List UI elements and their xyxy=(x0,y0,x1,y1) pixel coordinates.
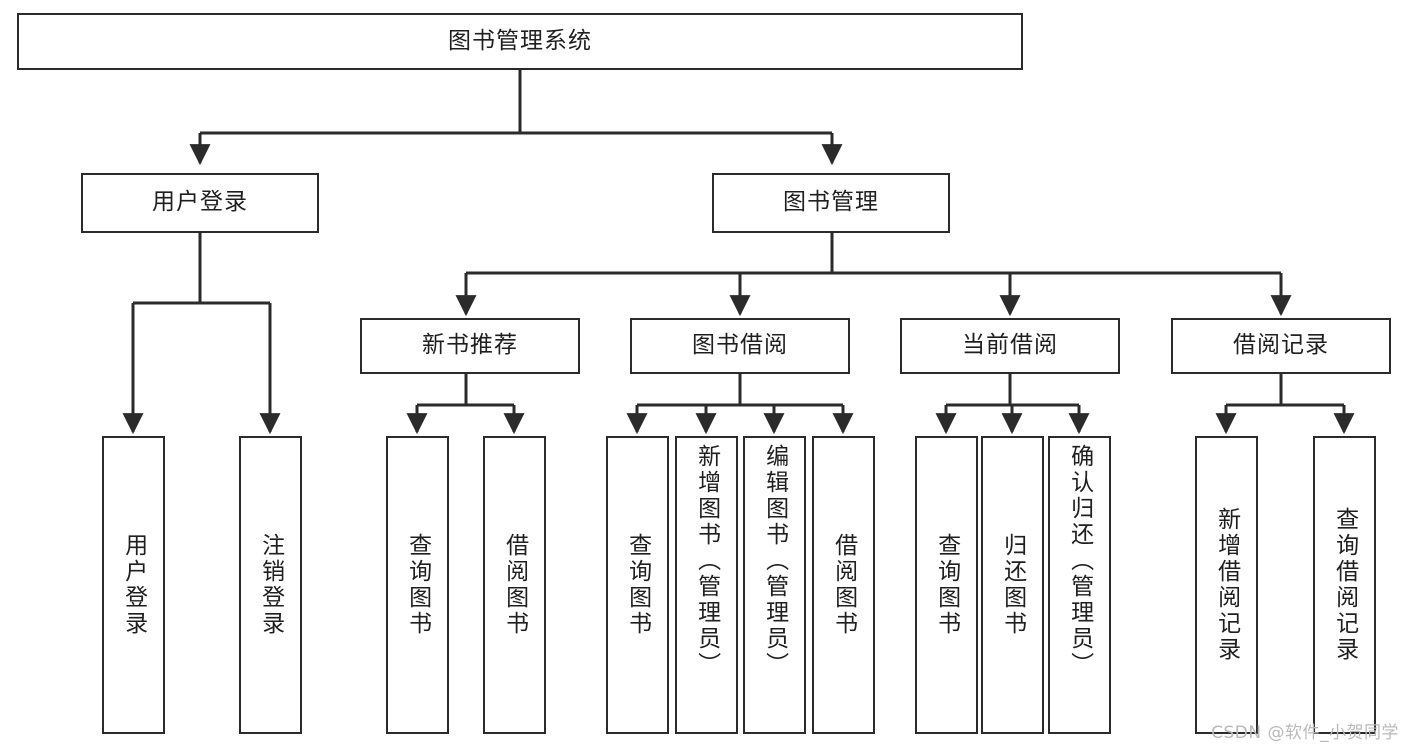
node-label: 查询图书 xyxy=(933,533,960,637)
node-root-system[interactable]: 图书管理系统 xyxy=(17,13,1023,70)
node-user-login[interactable]: 用户登录 xyxy=(81,173,319,233)
node-label: 当前借阅 xyxy=(962,332,1058,359)
leaf-query-book-borrow[interactable]: 查询图书 xyxy=(606,436,669,734)
node-label: 查询图书 xyxy=(404,533,431,637)
node-label: 确认归还（管理员） xyxy=(1066,444,1093,678)
node-label: 用户登录 xyxy=(152,189,248,216)
node-label: 新增图书（管理员） xyxy=(693,444,720,678)
node-label: 注销登录 xyxy=(257,533,284,637)
leaf-borrow-book[interactable]: 借阅图书 xyxy=(812,436,875,734)
leaf-edit-book-admin[interactable]: 编辑图书（管理员） xyxy=(743,436,806,734)
node-new-book-recommend[interactable]: 新书推荐 xyxy=(360,318,580,374)
node-label: 查询借阅记录 xyxy=(1331,507,1358,663)
leaf-add-book-admin[interactable]: 新增图书（管理员） xyxy=(675,436,738,734)
node-label: 编辑图书（管理员） xyxy=(761,444,788,678)
leaf-add-borrow-record[interactable]: 新增借阅记录 xyxy=(1195,436,1258,734)
node-borrow-record[interactable]: 借阅记录 xyxy=(1171,318,1391,374)
node-label: 图书管理系统 xyxy=(448,27,592,54)
leaf-query-book-current[interactable]: 查询图书 xyxy=(915,436,978,734)
csdn-watermark: CSDN @软件_小贺同学 xyxy=(1211,723,1399,743)
node-label: 借阅图书 xyxy=(830,533,857,637)
leaf-query-borrow-record[interactable]: 查询借阅记录 xyxy=(1313,436,1376,734)
node-label: 借阅图书 xyxy=(501,533,528,637)
leaf-return-book[interactable]: 归还图书 xyxy=(981,436,1044,734)
node-label: 新书推荐 xyxy=(422,332,518,359)
leaf-user-login[interactable]: 用户登录 xyxy=(102,436,165,734)
node-label: 图书管理 xyxy=(783,189,879,216)
leaf-borrow-book-recommend[interactable]: 借阅图书 xyxy=(483,436,546,734)
leaf-confirm-return-admin[interactable]: 确认归还（管理员） xyxy=(1048,436,1111,734)
node-label: 借阅记录 xyxy=(1233,332,1329,359)
node-book-borrow[interactable]: 图书借阅 xyxy=(630,318,850,374)
node-book-management[interactable]: 图书管理 xyxy=(712,173,950,233)
node-label: 查询图书 xyxy=(624,533,651,637)
node-current-borrow[interactable]: 当前借阅 xyxy=(900,318,1120,374)
node-label: 新增借阅记录 xyxy=(1213,507,1240,663)
node-label: 归还图书 xyxy=(999,533,1026,637)
node-label: 图书借阅 xyxy=(692,332,788,359)
node-label: 用户登录 xyxy=(120,533,147,637)
leaf-query-book-recommend[interactable]: 查询图书 xyxy=(386,436,449,734)
leaf-logout-login[interactable]: 注销登录 xyxy=(239,436,302,734)
